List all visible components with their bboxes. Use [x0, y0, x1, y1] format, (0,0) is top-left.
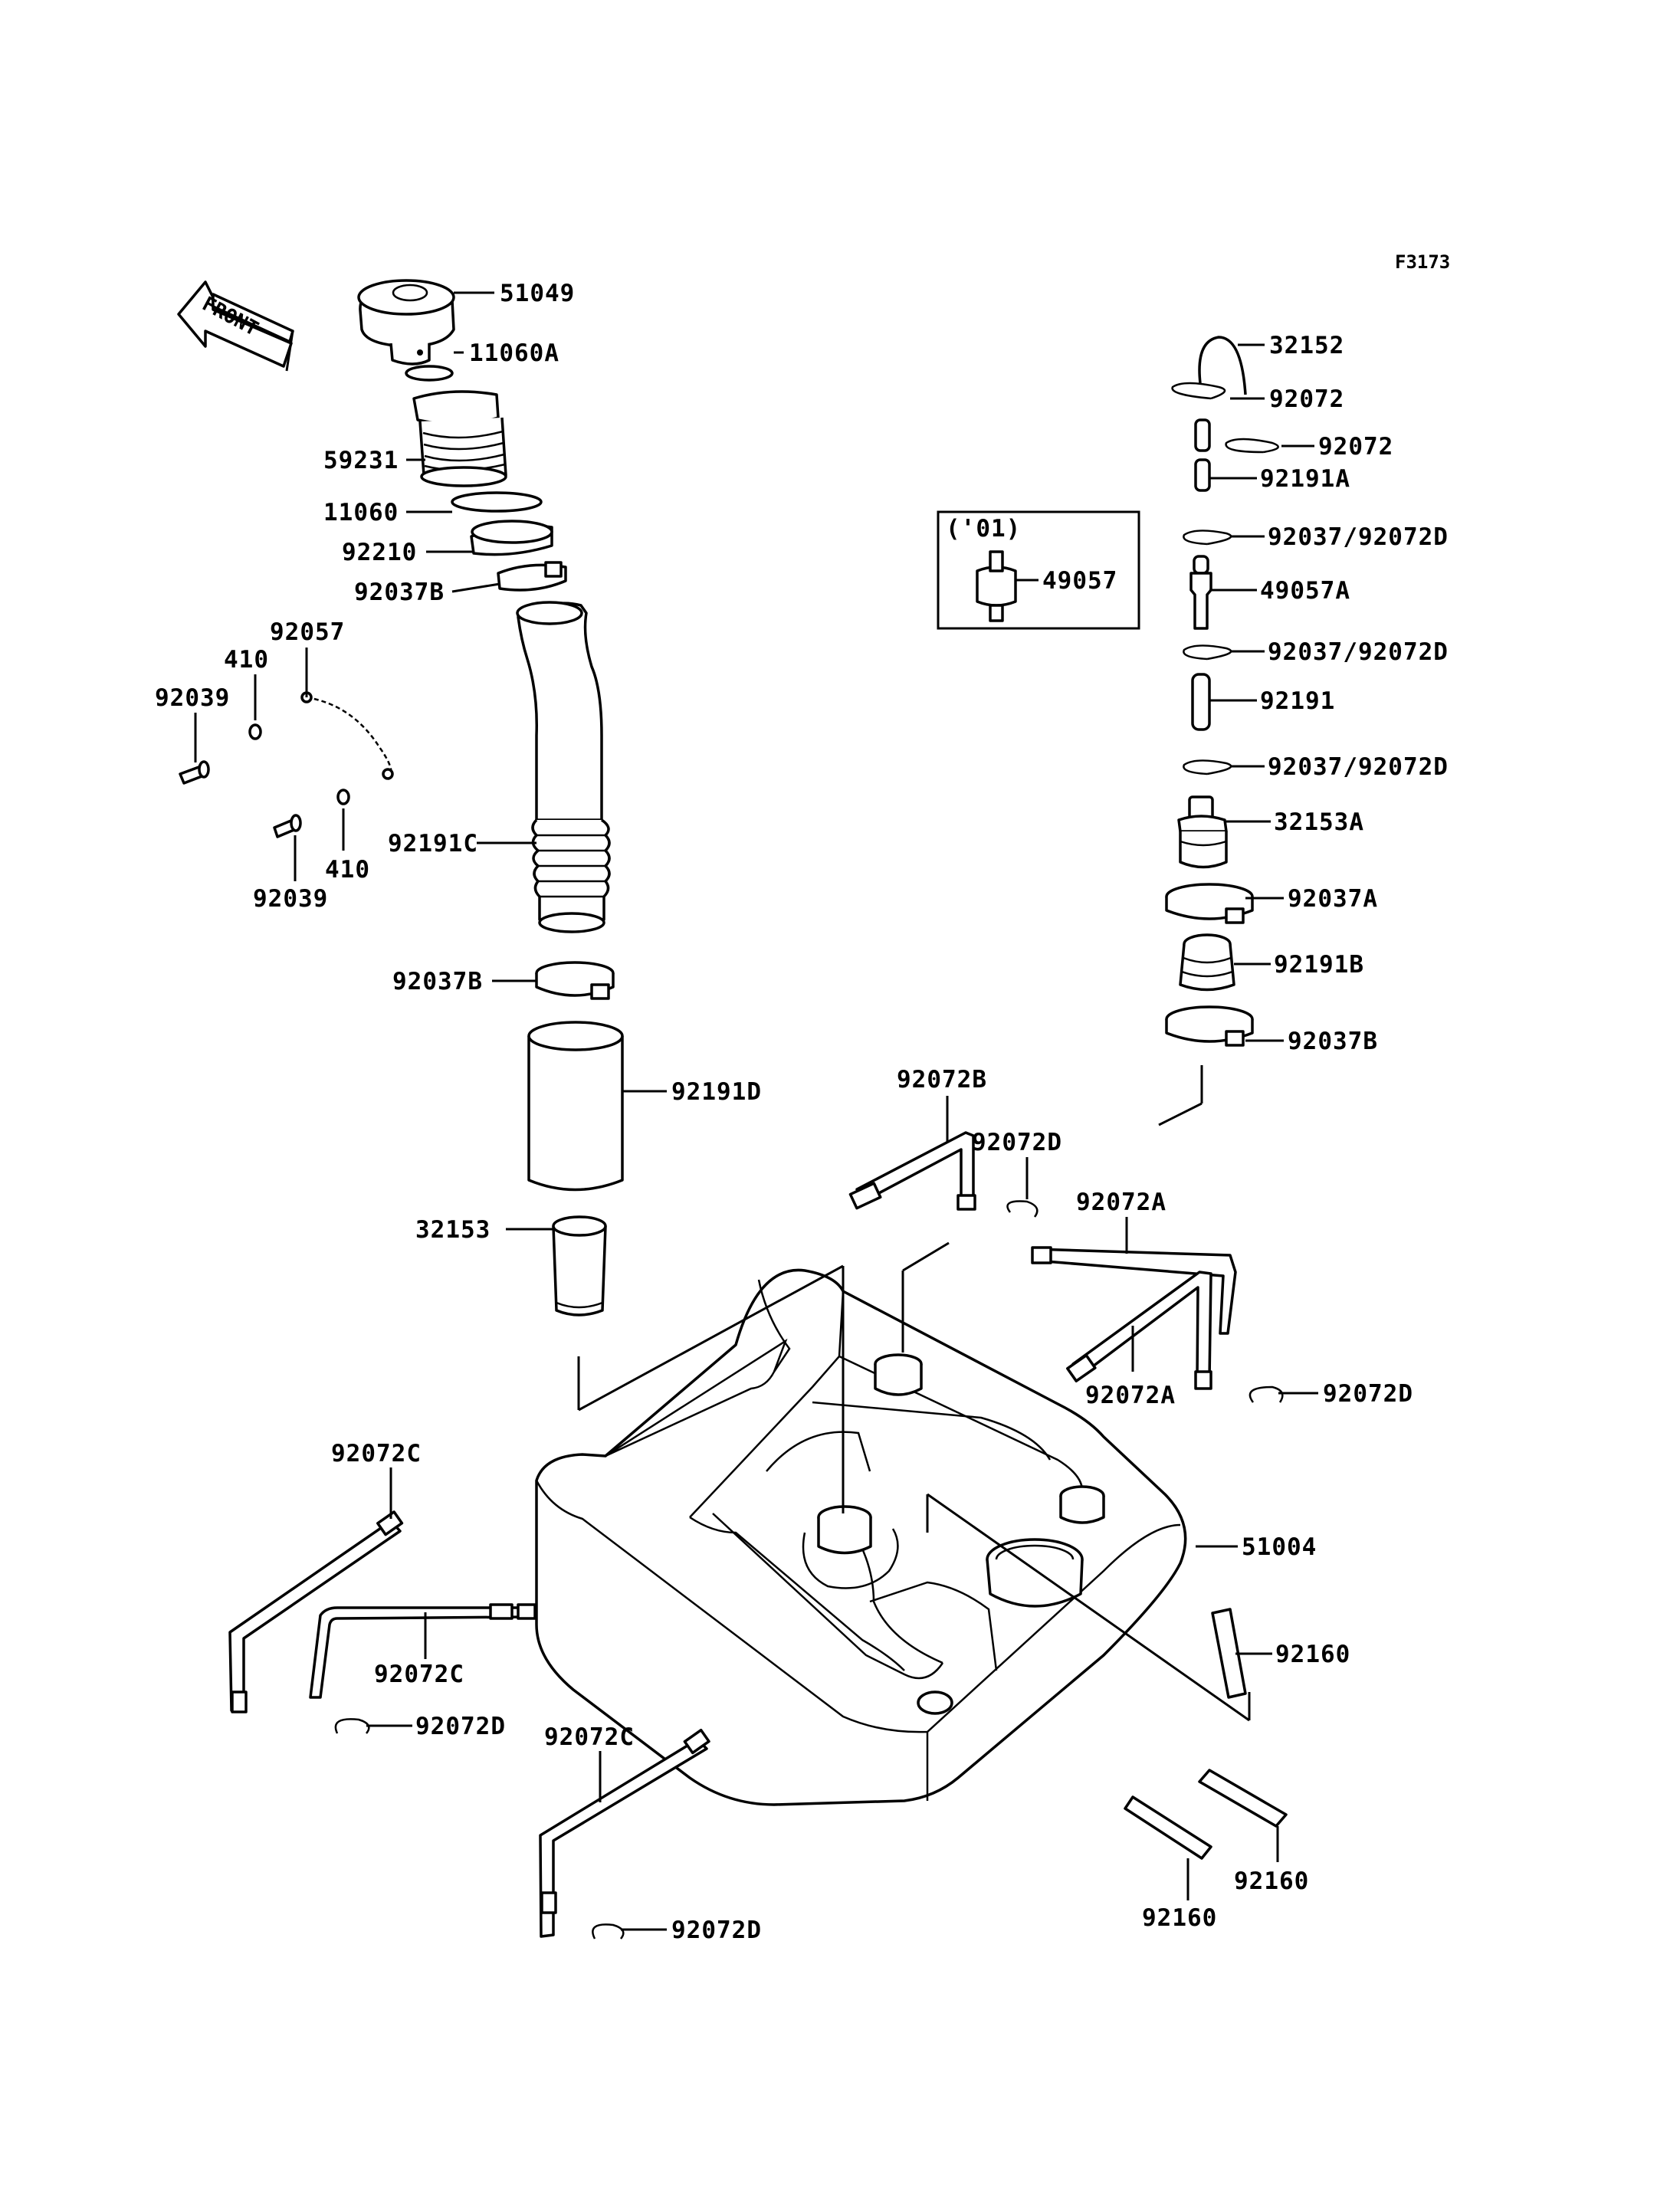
label-92072D-a: 92072D [972, 1129, 1062, 1156]
label-410-b: 410 [325, 856, 370, 884]
label-92072A-a: 92072A [1076, 1189, 1166, 1216]
label-92039-a: 92039 [155, 684, 230, 712]
label-92072D-d: 92072D [671, 1917, 762, 1944]
model-year-01-box: ('01) [937, 510, 1140, 630]
label-51004: 51004 [1242, 1533, 1317, 1561]
hose-92191D[interactable] [527, 1021, 624, 1192]
label-92037-92072D-a: 92037/92072D [1268, 523, 1449, 551]
fuel-tank-51004[interactable] [535, 1268, 1187, 1806]
label-92072D-c: 92072D [415, 1713, 506, 1740]
pipe-32153[interactable] [552, 1215, 607, 1317]
label-92072-a: 92072 [1269, 385, 1344, 413]
tube-92191[interactable] [1191, 673, 1211, 731]
label-92072B: 92072B [897, 1066, 987, 1094]
clamp-92037A[interactable] [1165, 883, 1254, 924]
label-92072C-c: 92072C [544, 1723, 635, 1751]
label-92057: 92057 [270, 618, 345, 646]
strap-92072A-bottom[interactable] [1066, 1271, 1212, 1390]
front-direction-arrow: FRONT [177, 280, 294, 372]
label-92037-92072D-c: 92037/92072D [1268, 753, 1449, 781]
clip-92072D-b[interactable] [1249, 1385, 1284, 1403]
tether-92057[interactable] [300, 691, 394, 782]
valve-49057A[interactable] [1189, 555, 1212, 630]
label-92191A: 92191A [1260, 465, 1350, 493]
label-92072C-a: 92072C [331, 1440, 422, 1467]
label-32153: 32153 [415, 1216, 491, 1244]
strap-92072C-b[interactable] [309, 1603, 536, 1699]
label-92072C-b: 92072C [374, 1661, 464, 1688]
clip-92072D-d[interactable] [592, 1923, 625, 1940]
tube-92191A[interactable] [1194, 458, 1211, 492]
label-92191C: 92191C [388, 830, 478, 857]
strap-92072C-a[interactable] [228, 1510, 404, 1713]
label-32153A: 32153A [1274, 808, 1364, 836]
label-11060A: 11060A [469, 339, 559, 367]
filler-cap-51049[interactable] [357, 279, 455, 366]
label-51049: 51049 [500, 280, 575, 307]
clamp-92037B-mid[interactable] [535, 961, 615, 1000]
label-11060: 11060 [323, 499, 399, 526]
label-92072-b: 92072 [1318, 433, 1393, 461]
label-92210: 92210 [342, 539, 417, 566]
clip-92072-a[interactable] [1171, 382, 1226, 400]
pad-92160-c[interactable] [1124, 1795, 1212, 1860]
vent-hose-32152[interactable] [1198, 336, 1247, 395]
clip-92072D-c[interactable] [334, 1718, 370, 1734]
label-59231: 59231 [323, 447, 399, 474]
label-92039-b: 92039 [253, 885, 328, 913]
label-92072A-b: 92072A [1085, 1382, 1176, 1409]
label-49057A: 49057A [1260, 577, 1350, 605]
rivet-92039-b[interactable] [273, 814, 302, 838]
washer-410-a[interactable] [248, 723, 262, 740]
diagram-code: F3173 [1395, 251, 1450, 273]
label-92191B: 92191B [1274, 951, 1364, 979]
label-92072D-b: 92072D [1323, 1380, 1413, 1408]
label-92160-c: 92160 [1142, 1904, 1217, 1932]
label-410-a: 410 [224, 646, 269, 674]
label-92037B-right: 92037B [1288, 1028, 1378, 1055]
rivet-92039-a[interactable] [179, 760, 210, 785]
strap-92072B[interactable] [848, 1131, 976, 1211]
washer-410-b[interactable] [336, 789, 350, 805]
label-92160-b: 92160 [1234, 1867, 1309, 1895]
label-92160-a: 92160 [1275, 1641, 1350, 1668]
clip-92037-92072D-c[interactable] [1183, 759, 1232, 776]
clamp-92037B-right[interactable] [1165, 1005, 1254, 1047]
strap-92072A-top[interactable] [1031, 1246, 1237, 1335]
pad-92160-b[interactable] [1198, 1769, 1288, 1828]
grommet-92191B[interactable] [1179, 933, 1235, 992]
filler-hose-92191C[interactable] [516, 601, 611, 933]
label-92037B-top: 92037B [354, 579, 445, 606]
label-32152: 32152 [1269, 332, 1344, 359]
label-92037-92072D-b: 92037/92072D [1268, 638, 1449, 666]
clip-92037-92072D-b[interactable] [1183, 644, 1232, 661]
tube-segment-a[interactable] [1194, 418, 1211, 452]
clip-92037-92072D-a[interactable] [1183, 530, 1232, 546]
cap-32153A[interactable] [1177, 795, 1228, 869]
label-92037A: 92037A [1288, 885, 1378, 913]
label-49057: 49057 [1042, 567, 1117, 595]
clip-92072-b[interactable] [1225, 438, 1279, 454]
strap-92072C-c[interactable] [539, 1728, 710, 1938]
label-92191: 92191 [1260, 687, 1335, 715]
box-label: ('01) [946, 515, 1021, 543]
o-ring-11060[interactable] [451, 491, 543, 513]
filler-neck-59231[interactable] [412, 390, 507, 487]
gasket-11060A[interactable] [405, 365, 454, 382]
valve-49057[interactable] [976, 550, 1017, 622]
part-labels: 51049 11060A 59231 11060 92210 92037B 92… [155, 280, 1449, 1944]
nut-92210[interactable] [470, 520, 553, 556]
clip-92072D-a[interactable] [1006, 1200, 1039, 1218]
pad-92160-a[interactable] [1211, 1608, 1247, 1699]
clamp-92037B-top[interactable] [497, 561, 567, 592]
label-92037B-mid: 92037B [392, 968, 483, 995]
label-92191D: 92191D [671, 1078, 762, 1106]
